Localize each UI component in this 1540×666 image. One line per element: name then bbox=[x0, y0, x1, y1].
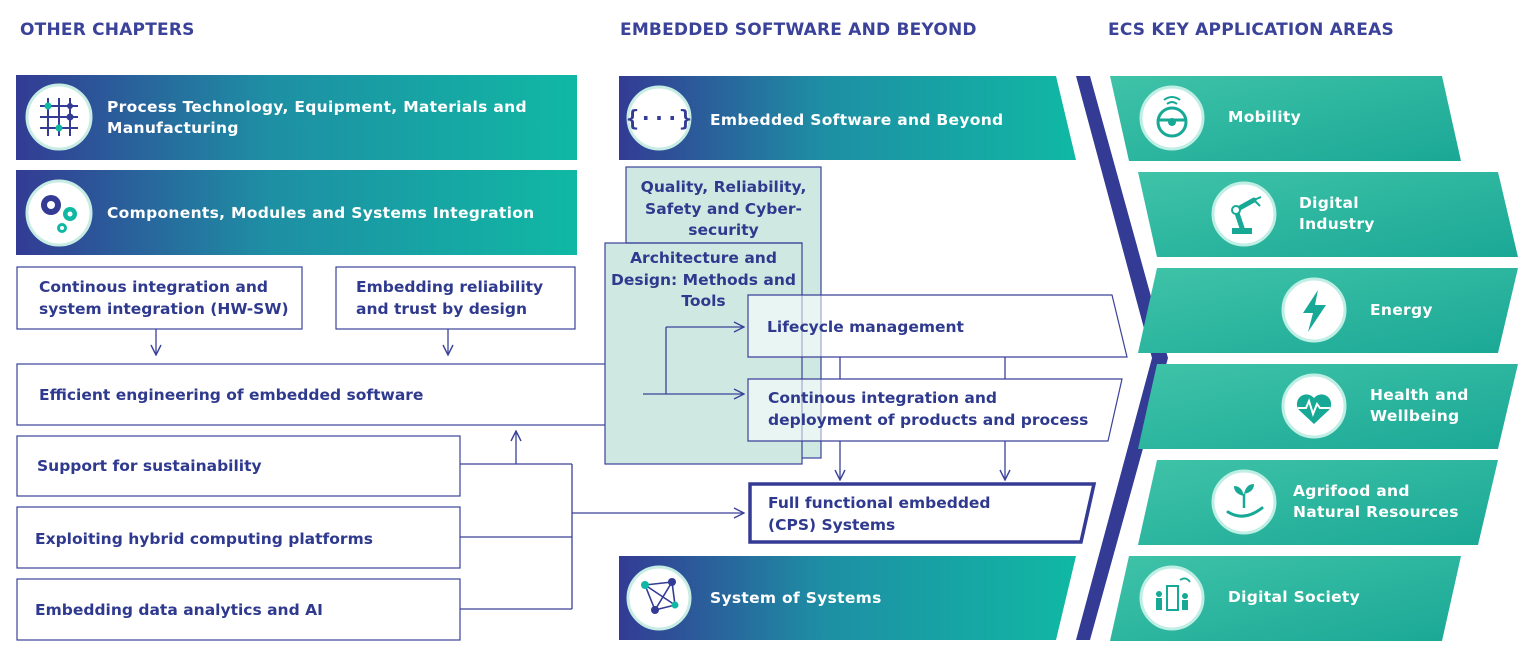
sustainability-box bbox=[16, 435, 461, 497]
plant-hand-icon bbox=[1211, 469, 1277, 535]
header-embedded-software: EMBEDDED SOFTWARE AND BEYOND bbox=[620, 20, 977, 40]
ci-box bbox=[16, 266, 303, 330]
lightning-icon bbox=[1281, 277, 1347, 343]
lifecycle-label: Lifecycle management bbox=[767, 318, 964, 336]
people-city-icon bbox=[1139, 565, 1205, 631]
analytics-label: Embedding data analytics and AI bbox=[35, 601, 323, 619]
ci-deployment-label: Continous integration and deployment of … bbox=[768, 389, 1089, 429]
efficient-box bbox=[16, 363, 644, 426]
analytics-box bbox=[16, 578, 461, 641]
ecs-label-digital-industry: Digital Industry bbox=[1299, 194, 1375, 233]
ecs-label-agrifood: Agrifood and Natural Resources bbox=[1293, 482, 1459, 521]
process-technology-label: Process Technology, Equipment, Materials… bbox=[107, 98, 527, 137]
embedded-banner-label: Embedded Software and Beyond bbox=[710, 111, 1004, 129]
process-technology-banner bbox=[16, 75, 577, 160]
lifecycle-box bbox=[747, 294, 1128, 358]
header-other-chapters: OTHER CHAPTERS bbox=[20, 20, 195, 40]
hybrid-box bbox=[16, 506, 461, 569]
chevron-mobility bbox=[1110, 76, 1461, 161]
system-of-systems-banner-shape bbox=[619, 556, 1076, 640]
robot-arm-icon bbox=[1211, 181, 1277, 247]
system-of-systems-label: System of Systems bbox=[710, 589, 882, 607]
reliability-label: Embedding reliability and trust by desig… bbox=[356, 278, 544, 318]
quality-label: Quality, Reliability, Safety and Cyber-s… bbox=[640, 178, 807, 239]
gears-icon bbox=[25, 179, 93, 247]
heart-pulse-icon bbox=[1281, 373, 1347, 439]
network-icon bbox=[626, 565, 692, 631]
full-functional-box bbox=[748, 482, 1097, 544]
sustainability-label: Support for sustainability bbox=[37, 457, 262, 475]
braces-icon: {···} bbox=[626, 85, 692, 151]
efficient-label: Efficient engineering of embedded softwa… bbox=[39, 386, 424, 404]
hybrid-label: Exploiting hybrid computing platforms bbox=[35, 530, 373, 548]
full-functional-label: Full functional embedded (CPS) Systems bbox=[768, 494, 991, 534]
reliability-box bbox=[335, 266, 576, 330]
architecture-label: Architecture and Design: Methods and Too… bbox=[611, 249, 796, 310]
chevron-digital-society bbox=[1110, 556, 1461, 641]
ecs-label-mobility: Mobility bbox=[1228, 108, 1302, 126]
ci-deployment-box bbox=[747, 378, 1123, 442]
ecs-label-energy: Energy bbox=[1370, 301, 1433, 319]
header-ecs-areas: ECS KEY APPLICATION AREAS bbox=[1108, 20, 1394, 40]
ci-label: Continous integration and system integra… bbox=[39, 278, 289, 318]
grid-icon bbox=[25, 83, 93, 151]
components-banner bbox=[16, 170, 577, 255]
embedded-banner-shape bbox=[619, 76, 1076, 160]
components-label: Components, Modules and Systems Integrat… bbox=[107, 204, 535, 222]
steering-wheel-icon bbox=[1139, 85, 1205, 151]
svg-text:{···}: {···} bbox=[626, 107, 692, 132]
ecs-label-digital-society: Digital Society bbox=[1228, 588, 1361, 606]
ecs-label-health: Health and Wellbeing bbox=[1370, 386, 1469, 425]
